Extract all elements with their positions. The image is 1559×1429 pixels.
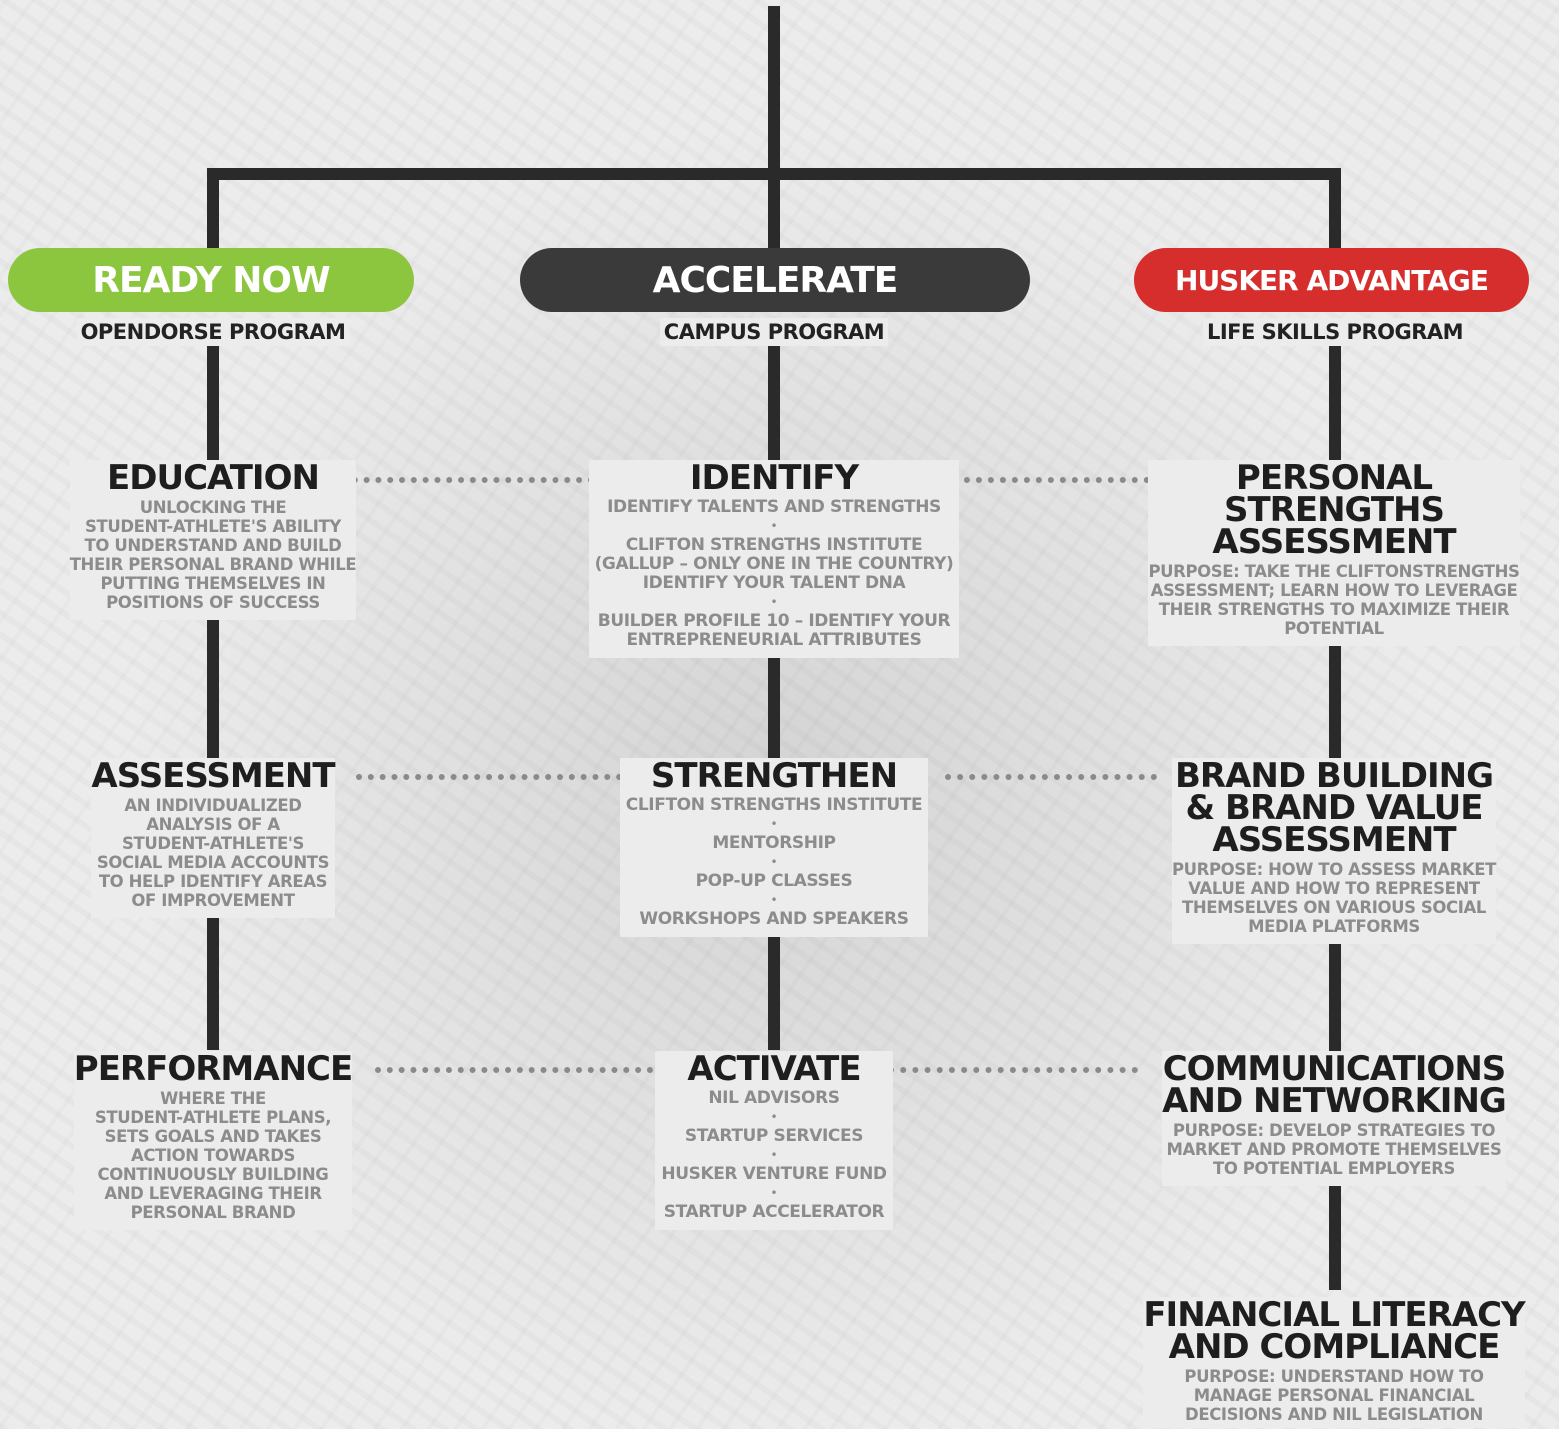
- column-line-ready-now: [207, 340, 219, 1050]
- node-description: UNLOCKING THE STUDENT-ATHLETE'S ABILITY …: [69, 498, 357, 612]
- list-item: CLIFTON STRENGTHS INSTITUTE: [625, 795, 923, 815]
- activate-item-list: NIL ADVISORS • STARTUP SERVICES • HUSKER…: [661, 1088, 887, 1222]
- branch-drop-left: [207, 168, 219, 250]
- list-item: BUILDER PROFILE 10 – IDENTIFY YOUR ENTRE…: [597, 611, 951, 650]
- accelerate-pill: ACCELERATE: [520, 248, 1030, 312]
- bullet-separator: •: [770, 817, 778, 831]
- list-item: STARTUP SERVICES: [684, 1126, 864, 1146]
- node-title: STRENGTHEN: [650, 756, 898, 796]
- node-description: PURPOSE: HOW TO ASSESS MARKET VALUE AND …: [1171, 860, 1497, 936]
- trunk-line: [768, 6, 780, 250]
- node-description: AN INDIVIDUALIZED ANALYSIS OF A STUDENT-…: [96, 796, 330, 910]
- node-title: ASSESSMENT: [91, 756, 335, 796]
- strengthen-item-list: CLIFTON STRENGTHS INSTITUTE • MENTORSHIP…: [625, 795, 923, 929]
- ready-now-pill: READY NOW: [8, 248, 414, 312]
- node-brand-building: BRAND BUILDING & BRAND VALUE ASSESSMENT …: [1132, 758, 1536, 944]
- node-title: BRAND BUILDING & BRAND VALUE ASSESSMENT: [1174, 756, 1494, 860]
- column-line-accelerate: [768, 340, 780, 1050]
- bullet-separator: •: [770, 595, 778, 609]
- list-item: STARTUP ACCELERATOR: [663, 1202, 885, 1222]
- node-title: PERSONAL STRENGTHS ASSESSMENT: [1212, 458, 1456, 562]
- node-title: ACTIVATE: [687, 1049, 861, 1089]
- list-item: CLIFTON STRENGTHS INSTITUTE (GALLUP – ON…: [594, 535, 954, 593]
- husker-advantage-label: HUSKER ADVANTAGE: [1175, 263, 1489, 297]
- bullet-separator: •: [770, 1110, 778, 1124]
- accelerate-label: ACCELERATE: [652, 259, 899, 301]
- list-item: NIL ADVISORS: [708, 1088, 840, 1108]
- node-education: EDUCATION UNLOCKING THE STUDENT-ATHLETE'…: [30, 460, 396, 620]
- node-description: WHERE THE STUDENT-ATHLETE PLANS, SETS GO…: [94, 1089, 332, 1222]
- branch-line: [207, 168, 1341, 180]
- bullet-separator: •: [770, 1186, 778, 1200]
- identify-item-list: IDENTIFY TALENTS AND STRENGTHS • CLIFTON…: [595, 498, 954, 650]
- node-strengthen: STRENGTHEN CLIFTON STRENGTHS INSTITUTE •…: [594, 758, 954, 937]
- node-communications-networking: COMMUNICATIONS AND NETWORKING PURPOSE: D…: [1132, 1051, 1536, 1186]
- dotted-connector-row3-right: [888, 1067, 1138, 1073]
- node-title: PERFORMANCE: [73, 1049, 353, 1089]
- husker-advantage-pill: HUSKER ADVANTAGE: [1134, 248, 1529, 312]
- list-item: MENTORSHIP: [712, 833, 836, 853]
- node-identify: IDENTIFY IDENTIFY TALENTS AND STRENGTHS …: [554, 460, 994, 658]
- node-personal-strengths-assessment: PERSONAL STRENGTHS ASSESSMENT PURPOSE: T…: [1112, 460, 1556, 646]
- bullet-separator: •: [770, 893, 778, 907]
- dotted-connector-row2-right: [945, 774, 1157, 780]
- node-performance: PERFORMANCE WHERE THE STUDENT-ATHLETE PL…: [48, 1051, 378, 1230]
- dotted-connector-row1-right: [880, 477, 1210, 483]
- list-item: WORKSHOPS AND SPEAKERS: [639, 909, 909, 929]
- ready-now-label: READY NOW: [92, 259, 330, 301]
- list-item: IDENTIFY TALENTS AND STRENGTHS: [607, 497, 941, 517]
- node-activate: ACTIVATE NIL ADVISORS • STARTUP SERVICES…: [624, 1051, 924, 1230]
- node-title: EDUCATION: [107, 458, 320, 498]
- dotted-connector-row1-left: [340, 477, 665, 483]
- ready-now-program: OPENDORSE PROGRAM: [13, 318, 413, 346]
- node-title: IDENTIFY: [689, 458, 859, 498]
- node-description: PURPOSE: UNDERSTAND HOW TO MANAGE PERSON…: [1184, 1367, 1484, 1424]
- node-title: FINANCIAL LITERACY AND COMPLIANCE: [1143, 1295, 1525, 1367]
- node-assessment: ASSESSMENT AN INDIVIDUALIZED ANALYSIS OF…: [60, 758, 366, 918]
- node-financial-literacy: FINANCIAL LITERACY AND COMPLIANCE PURPOS…: [1122, 1297, 1546, 1428]
- accelerate-program: CAMPUS PROGRAM: [574, 318, 974, 346]
- dotted-connector-row2-left: [356, 774, 646, 780]
- list-item: HUSKER VENTURE FUND: [661, 1164, 887, 1184]
- bullet-separator: •: [770, 1148, 778, 1162]
- node-description: PURPOSE: TAKE THE CLIFTONSTRENGTHS ASSES…: [1148, 562, 1520, 638]
- node-description: PURPOSE: DEVELOP STRATEGIES TO MARKET AN…: [1166, 1121, 1502, 1178]
- bullet-separator: •: [770, 519, 778, 533]
- dotted-connector-row3-left: [375, 1067, 665, 1073]
- husker-program: LIFE SKILLS PROGRAM: [1135, 318, 1535, 346]
- list-item: POP-UP CLASSES: [695, 871, 853, 891]
- bullet-separator: •: [770, 855, 778, 869]
- branch-drop-right: [1329, 168, 1341, 250]
- node-title: COMMUNICATIONS AND NETWORKING: [1162, 1049, 1507, 1121]
